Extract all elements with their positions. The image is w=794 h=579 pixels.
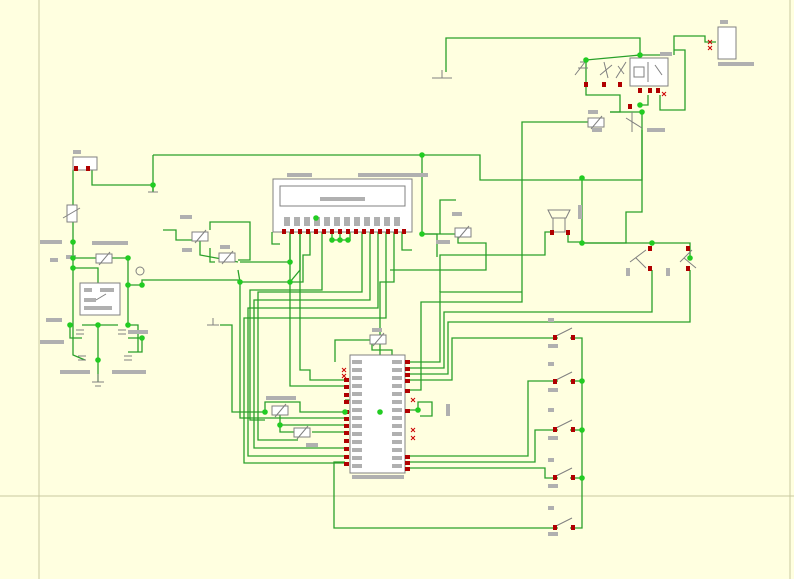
relay[interactable]: [629, 52, 672, 97]
mcu-left-pins: [352, 360, 362, 468]
push-switches[interactable]: [548, 318, 575, 536]
lcd-display[interactable]: [272, 173, 428, 234]
power-regulator[interactable]: [79, 282, 121, 316]
switch-2: [548, 362, 575, 392]
connector-top-left[interactable]: [72, 150, 98, 171]
resistors[interactable]: [62, 115, 605, 440]
lcd-pin-markers: [282, 229, 406, 234]
right-sensors[interactable]: [626, 246, 697, 276]
lcd-pins: [284, 217, 400, 226]
speaker[interactable]: [547, 205, 582, 235]
switch-4: [548, 458, 575, 488]
misc-labels: [40, 212, 462, 447]
switch-3: [548, 408, 575, 440]
mcu-right-pins: [392, 360, 402, 468]
mcu-no-connect-marks: [341, 367, 416, 441]
power-symbols: [92, 70, 452, 387]
microcontroller[interactable]: [341, 354, 416, 479]
capacitors[interactable]: [40, 318, 148, 374]
connector-top-right[interactable]: [707, 20, 754, 66]
junctions: [67, 52, 693, 481]
switch-1: [548, 318, 575, 348]
switch-5: [548, 506, 575, 536]
relay-driver-parts[interactable]: [574, 61, 665, 132]
mcu-pin-markers: [344, 360, 410, 471]
